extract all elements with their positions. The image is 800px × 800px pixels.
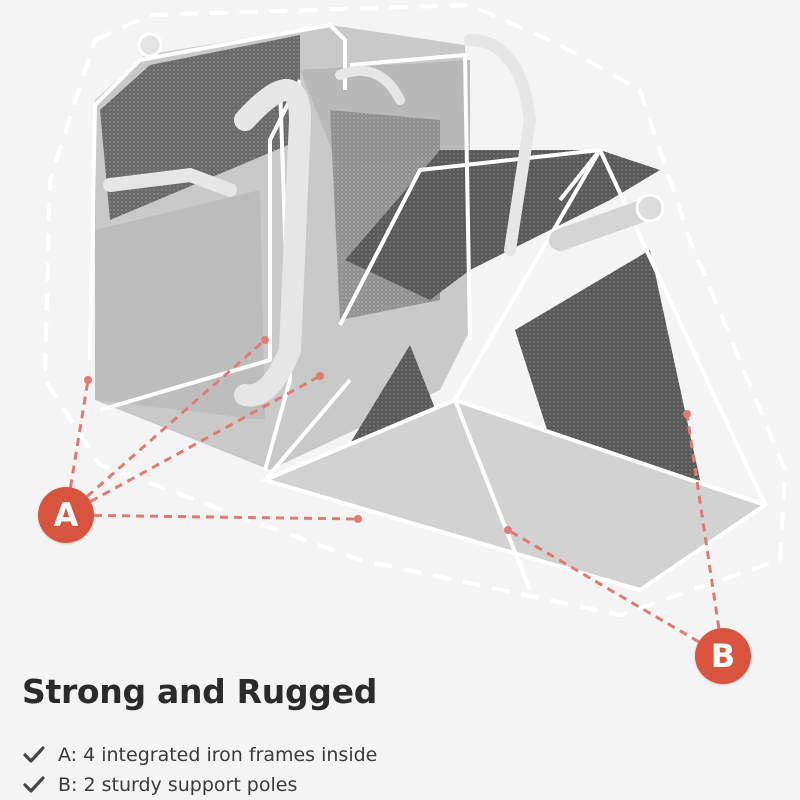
- carrier-top-handle: [549, 199, 656, 251]
- callout-badge-b: B: [695, 628, 751, 684]
- callout-badge-a: A: [38, 487, 94, 543]
- carrier-outline-dashed: [42, 2, 788, 618]
- feature-item-frames: A: 4 integrated iron frames inside: [22, 740, 377, 770]
- feature-text: A: 4 integrated iron frames inside: [58, 744, 378, 766]
- carrier-front-top: [345, 150, 660, 300]
- pet-carrier-illustration: [42, 2, 788, 658]
- carrier-straps: [103, 34, 537, 407]
- check-icon: [23, 746, 45, 763]
- section-heading: Strong and Rugged: [22, 672, 378, 711]
- check-icon: [23, 776, 45, 793]
- feature-list: A: 4 integrated iron frames inside B: 2 …: [22, 740, 377, 800]
- feature-item-poles: B: 2 sturdy support poles: [22, 770, 377, 800]
- callout-b-points: [504, 410, 691, 534]
- feature-text: B: 2 sturdy support poles: [58, 774, 298, 796]
- callout-a-lines: [64, 338, 359, 521]
- callout-b-lines: [507, 413, 725, 658]
- carrier-left-lower-panel: [95, 190, 265, 420]
- callout-a-points: [84, 336, 362, 523]
